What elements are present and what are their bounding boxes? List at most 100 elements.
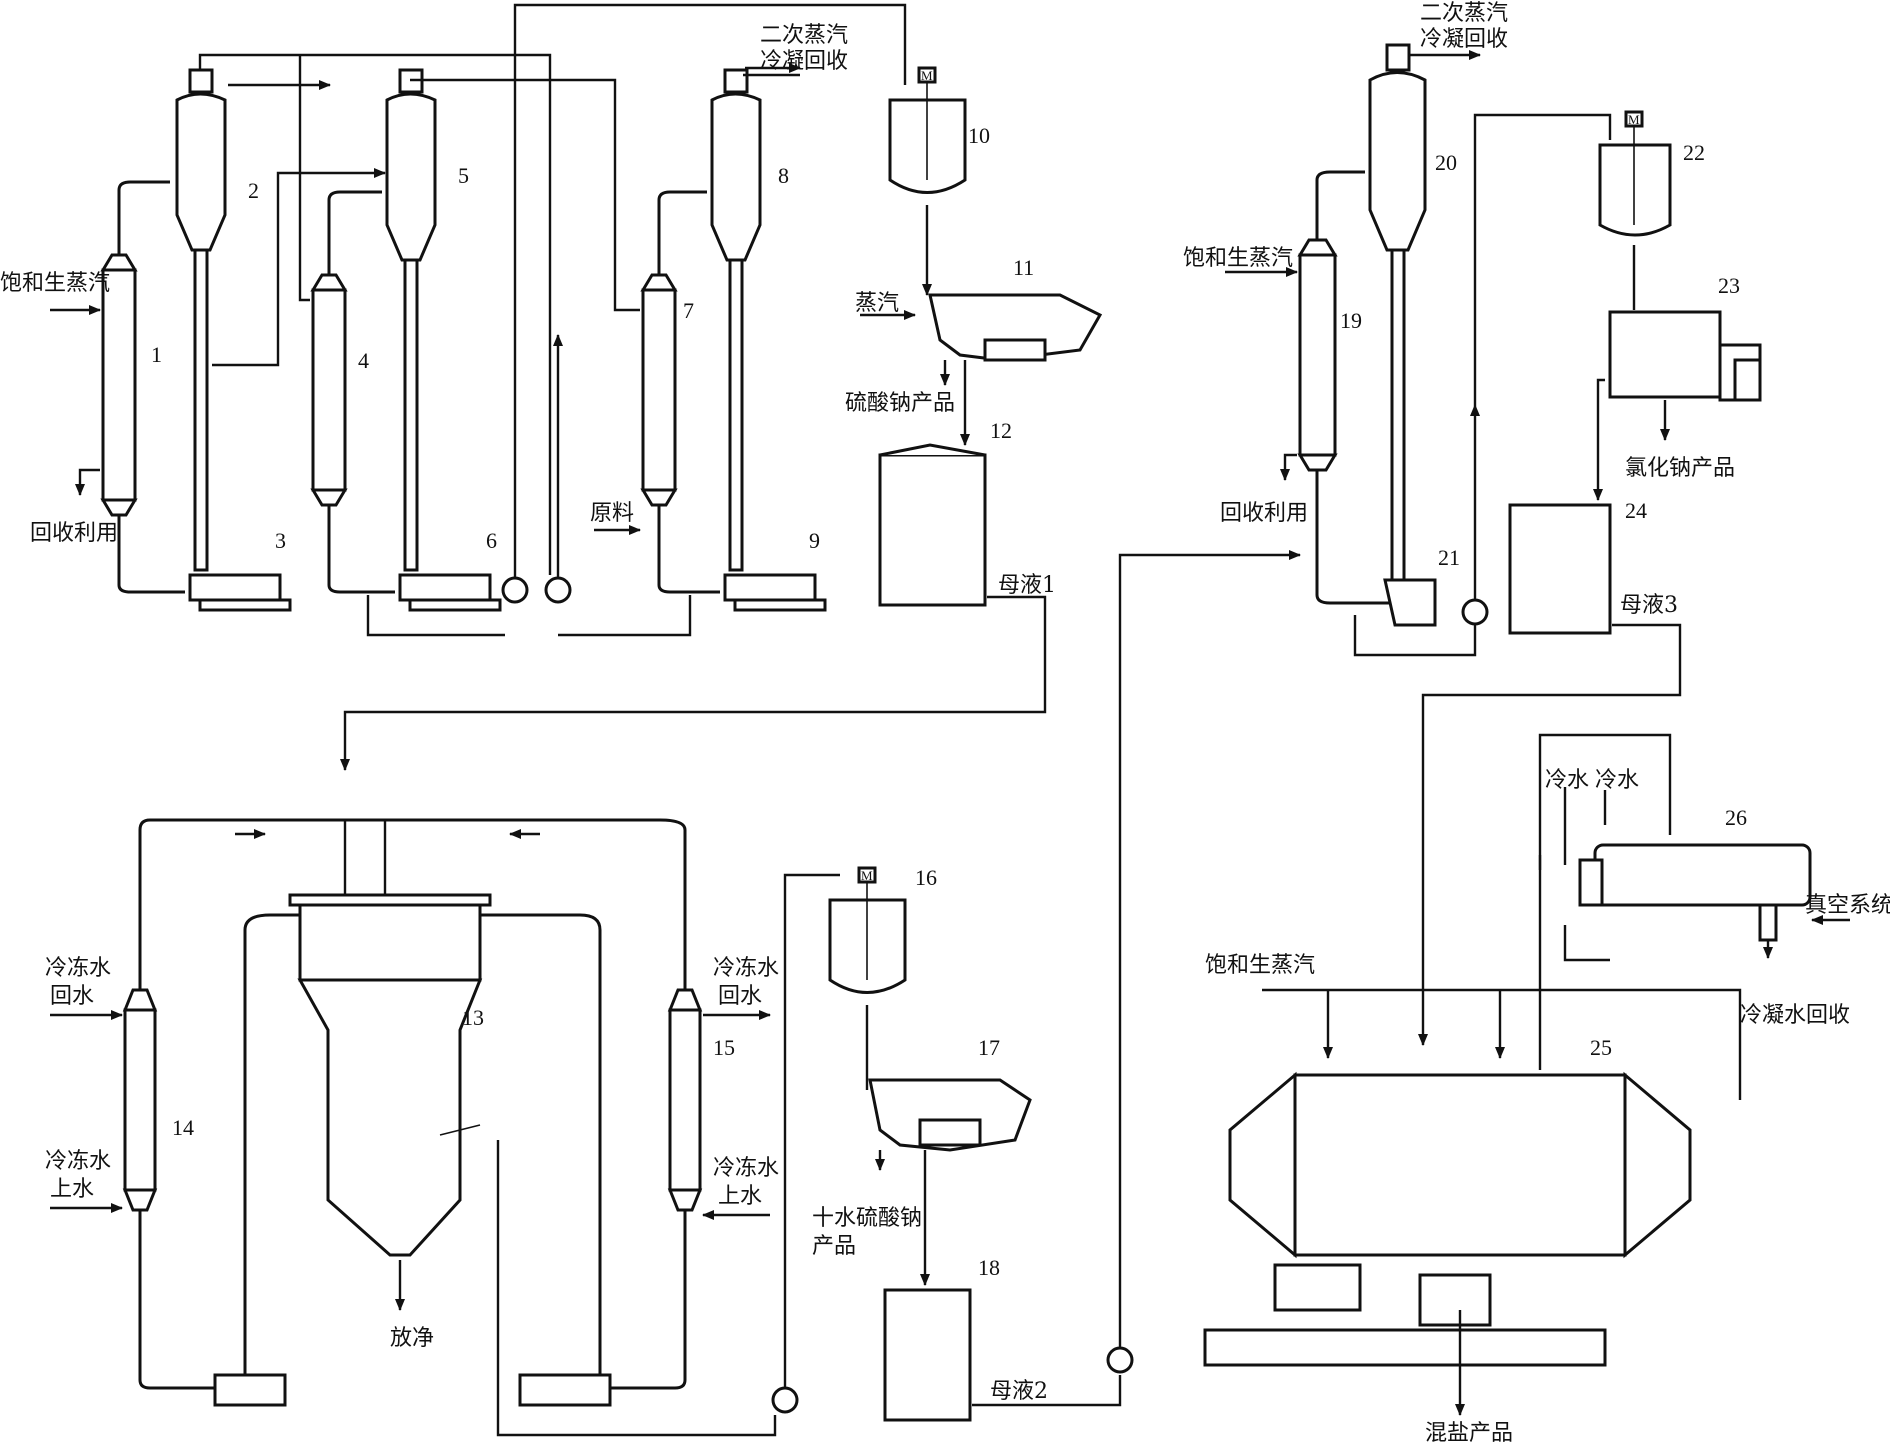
label-drain: 放净 — [390, 1326, 434, 1351]
circulation-pump-3 — [188, 573, 282, 602]
cooler-15 — [667, 988, 703, 1212]
equipment-number-15: 15 — [713, 1035, 735, 1060]
evaporator-unit-3 — [640, 68, 827, 612]
label-mother-liquor-2: 母液2 — [990, 1379, 1048, 1404]
heater-19 — [1298, 253, 1337, 457]
heater-4 — [311, 288, 347, 492]
equipment-number-16: 16 — [915, 865, 937, 890]
evaporator-unit-4 — [1297, 43, 1437, 627]
crystallizer-22 — [1598, 110, 1672, 237]
equipment-number-13: 13 — [462, 1005, 484, 1030]
label-chilled-supply-14b: 上水 — [50, 1177, 94, 1202]
circulation-pump-left — [213, 1373, 287, 1407]
equipment-number-19: 19 — [1340, 308, 1362, 333]
equipment-number-7: 7 — [683, 298, 694, 323]
heater-7 — [641, 288, 677, 492]
label-secondary-vapor-2b: 冷凝回收 — [1420, 27, 1508, 52]
equipment-number-20: 20 — [1435, 150, 1457, 175]
transfer-pump-d — [771, 1386, 799, 1414]
label-condensate: 冷凝水回收 — [1740, 1003, 1850, 1028]
vapor-line-1 — [198, 53, 552, 575]
circulation-pump-21 — [1383, 578, 1437, 627]
evaporator-unit-1 — [100, 68, 292, 612]
transfer-pump-c — [1461, 598, 1489, 626]
centrifuge-11 — [928, 293, 1103, 362]
label-chilled-return-14b: 回水 — [50, 984, 94, 1009]
equipment-number-4: 4 — [358, 348, 369, 373]
equipment-number-1: 1 — [151, 342, 162, 367]
transfer-pump-b — [544, 576, 572, 604]
label-steam-in-1: 饱和生蒸汽 — [0, 271, 110, 296]
transfer-pump-a — [501, 576, 529, 604]
equipment-number-6: 6 — [486, 528, 497, 553]
label-chilled-supply-15b: 上水 — [718, 1184, 762, 1209]
label-recover-1: 回收利用 — [30, 521, 118, 546]
equipment-number-14: 14 — [172, 1115, 194, 1140]
label-secondary-vapor-2: 二次蒸汽 — [1420, 1, 1508, 26]
equipment-number-9: 9 — [809, 528, 820, 553]
evaporator-unit-2 — [310, 68, 502, 612]
equipment-number-8: 8 — [778, 163, 789, 188]
crystallizer-10 — [888, 66, 967, 194]
separator-5 — [385, 92, 437, 262]
equipment-number-2: 2 — [248, 178, 259, 203]
separator-2 — [175, 92, 227, 252]
motor-label-16: M — [861, 868, 873, 883]
label-mother-liquor-3: 母液3 — [1620, 593, 1678, 618]
separator-8 — [710, 92, 762, 262]
label-sodium-sulfate: 硫酸钠产品 — [845, 391, 955, 416]
motor-label-22: M — [1628, 112, 1640, 127]
label-decahydrate-b: 产品 — [812, 1234, 856, 1259]
heater-1 — [101, 268, 137, 502]
label-steam-11: 蒸汽 — [855, 291, 899, 316]
circulation-pump-right — [518, 1373, 612, 1407]
label-chilled-return-15b: 回水 — [718, 984, 762, 1009]
condenser-26 — [1578, 843, 1812, 942]
label-secondary-vapor-1b: 冷凝回收 — [760, 49, 848, 74]
circulation-pump-9 — [723, 573, 817, 602]
label-chilled-return-14a: 冷冻水 — [45, 956, 111, 981]
crystallizer-16 — [828, 866, 907, 994]
centrifuge-17 — [868, 1078, 1032, 1152]
equipment-number-22: 22 — [1683, 140, 1705, 165]
cooler-14 — [122, 988, 158, 1212]
equipment-number-18: 18 — [978, 1255, 1000, 1280]
equipment-number-24: 24 — [1625, 498, 1647, 523]
label-steam-in-19: 饱和生蒸汽 — [1183, 246, 1293, 271]
circulation-pump-6 — [398, 573, 492, 602]
equipment-number-17: 17 — [978, 1035, 1000, 1060]
label-mixed-salt: 混盐产品 — [1425, 1421, 1513, 1446]
label-secondary-vapor-1: 二次蒸汽 — [760, 23, 848, 48]
tank-24 — [1508, 503, 1612, 635]
label-chilled-return-15a: 冷冻水 — [713, 956, 779, 981]
separator-20 — [1368, 71, 1427, 252]
label-chilled-supply-14a: 冷冻水 — [45, 1149, 111, 1174]
motor-label-10: M — [921, 68, 933, 83]
equipment-number-11: 11 — [1013, 255, 1034, 280]
cooling-crystallizer-13 — [288, 893, 492, 1257]
equipment-number-5: 5 — [458, 163, 469, 188]
equipment-number-3: 3 — [275, 528, 286, 553]
tank-12 — [878, 443, 987, 607]
label-steam-in-25: 饱和生蒸汽 — [1205, 953, 1315, 978]
equipment-number-12: 12 — [990, 418, 1012, 443]
label-raw-material: 原料 — [590, 501, 634, 526]
rotary-dryer-25 — [1203, 1071, 1692, 1367]
label-nacl-product: 氯化钠产品 — [1625, 456, 1735, 481]
label-mother-liquor-1: 母液1 — [998, 573, 1056, 598]
label-cold-water-1: 冷水 — [1545, 768, 1589, 793]
separator-23 — [1608, 310, 1762, 402]
equipment-number-23: 23 — [1718, 273, 1740, 298]
label-cold-water-2: 冷水 — [1595, 768, 1639, 793]
label-decahydrate-a: 十水硫酸钠 — [812, 1206, 922, 1231]
label-recover-19: 回收利用 — [1220, 501, 1308, 526]
equipment-number-26: 26 — [1725, 805, 1747, 830]
equipment-number-21: 21 — [1438, 545, 1460, 570]
label-vacuum: 真空系统 — [1805, 893, 1890, 918]
equipment-number-10: 10 — [968, 123, 990, 148]
equipment-number-25: 25 — [1590, 1035, 1612, 1060]
label-chilled-supply-15a: 冷冻水 — [713, 1156, 779, 1181]
transfer-pump-e — [1106, 1346, 1134, 1374]
tank-18 — [883, 1288, 972, 1422]
